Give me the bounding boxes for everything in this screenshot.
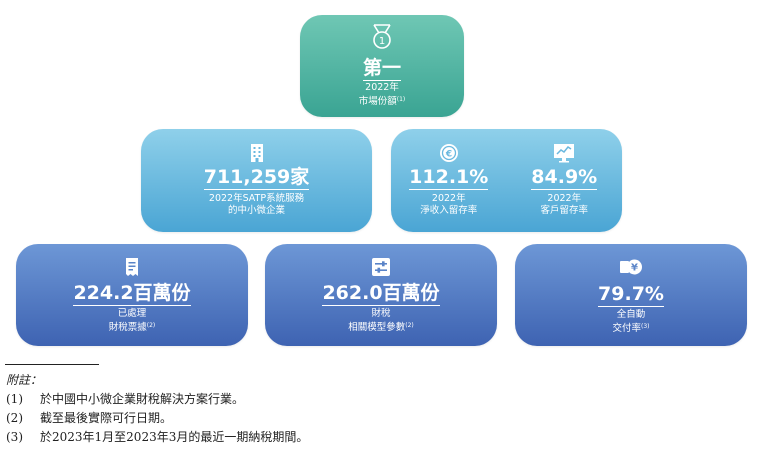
model-parameters-label-line1: 財稅 (371, 308, 391, 319)
auto-delivery-value: 79.7% (598, 283, 664, 307)
net-revenue-retention-label: 淨收入留存率 (420, 205, 478, 216)
receipt-icon (126, 258, 138, 276)
footnote-item: (2)截至最後實際可行日期。 (6, 411, 173, 425)
net-revenue-retention-value: 112.1% (409, 166, 489, 190)
sliders-icon (372, 258, 390, 276)
model-parameters-value: 262.0百萬份 (322, 282, 440, 306)
footnotes-heading: 附註： (6, 373, 43, 387)
market-share-card: 1 第一 2022年 市場份額(1) (300, 15, 464, 117)
yuan-payment-icon: ¥ (620, 259, 642, 275)
footnote-item: (1)於中國中小微企業財稅解決方案行業。 (6, 392, 245, 406)
svg-text:€: € (445, 150, 452, 160)
svg-text:¥: ¥ (631, 263, 638, 274)
footnotes: 附註： (1)於中國中小微企業財稅解決方案行業。 (2)截至最後實際可行日期。 … (6, 371, 308, 447)
processed-invoices-card: 224.2百萬份 已處理 財稅票據(2) (16, 244, 248, 346)
auto-delivery-label-line1: 全自動 (616, 309, 646, 320)
sme-clients-card: 711,259家 2022年SATP系統服務 的中小微企業 (141, 129, 372, 232)
sme-clients-label-line2: 的中小微企業 (227, 205, 285, 216)
auto-delivery-card: ¥ 79.7% 全自動 交付率(3) (515, 244, 747, 346)
sme-clients-value: 711,259家 (203, 166, 310, 190)
net-revenue-retention-year: 2022年 (431, 193, 466, 204)
model-parameters-card: 262.0百萬份 財稅 相關模型參數(2) (265, 244, 497, 346)
customer-retention-label: 客戶留存率 (540, 205, 588, 216)
customer-retention-year: 2022年 (547, 193, 582, 204)
market-share-value: 第一 (362, 57, 401, 81)
footnote-item: (3)於2023年1月至2023年3月的最近一期納稅期間。 (6, 430, 309, 444)
customer-retention: 84.9% 2022年 客戶留存率 (507, 129, 623, 232)
net-revenue-retention: € 112.1% 2022年 淨收入留存率 (391, 129, 507, 232)
chart-monitor-icon (554, 144, 575, 163)
footnote-divider (5, 364, 99, 365)
svg-text:1: 1 (379, 36, 385, 47)
processed-invoices-label-line2: 財稅票據(2) (108, 322, 156, 333)
processed-invoices-value: 224.2百萬份 (73, 282, 191, 306)
building-icon (250, 144, 263, 162)
market-share-label: 市場份額(1) (358, 96, 406, 107)
processed-invoices-label-line1: 已處理 (117, 308, 147, 319)
auto-delivery-label-line2: 交付率(3) (612, 323, 650, 334)
sme-clients-label-line1: 2022年SATP系統服務 (208, 193, 305, 204)
coin-icon: € (439, 144, 458, 162)
model-parameters-label-line2: 相關模型參數(2) (348, 322, 414, 333)
retention-card: € 112.1% 2022年 淨收入留存率 84.9% 2022年 客戶留存率 (391, 129, 622, 232)
medal-icon: 1 (373, 24, 391, 49)
customer-retention-value: 84.9% (531, 166, 598, 190)
market-share-year: 2022年 (365, 82, 399, 93)
